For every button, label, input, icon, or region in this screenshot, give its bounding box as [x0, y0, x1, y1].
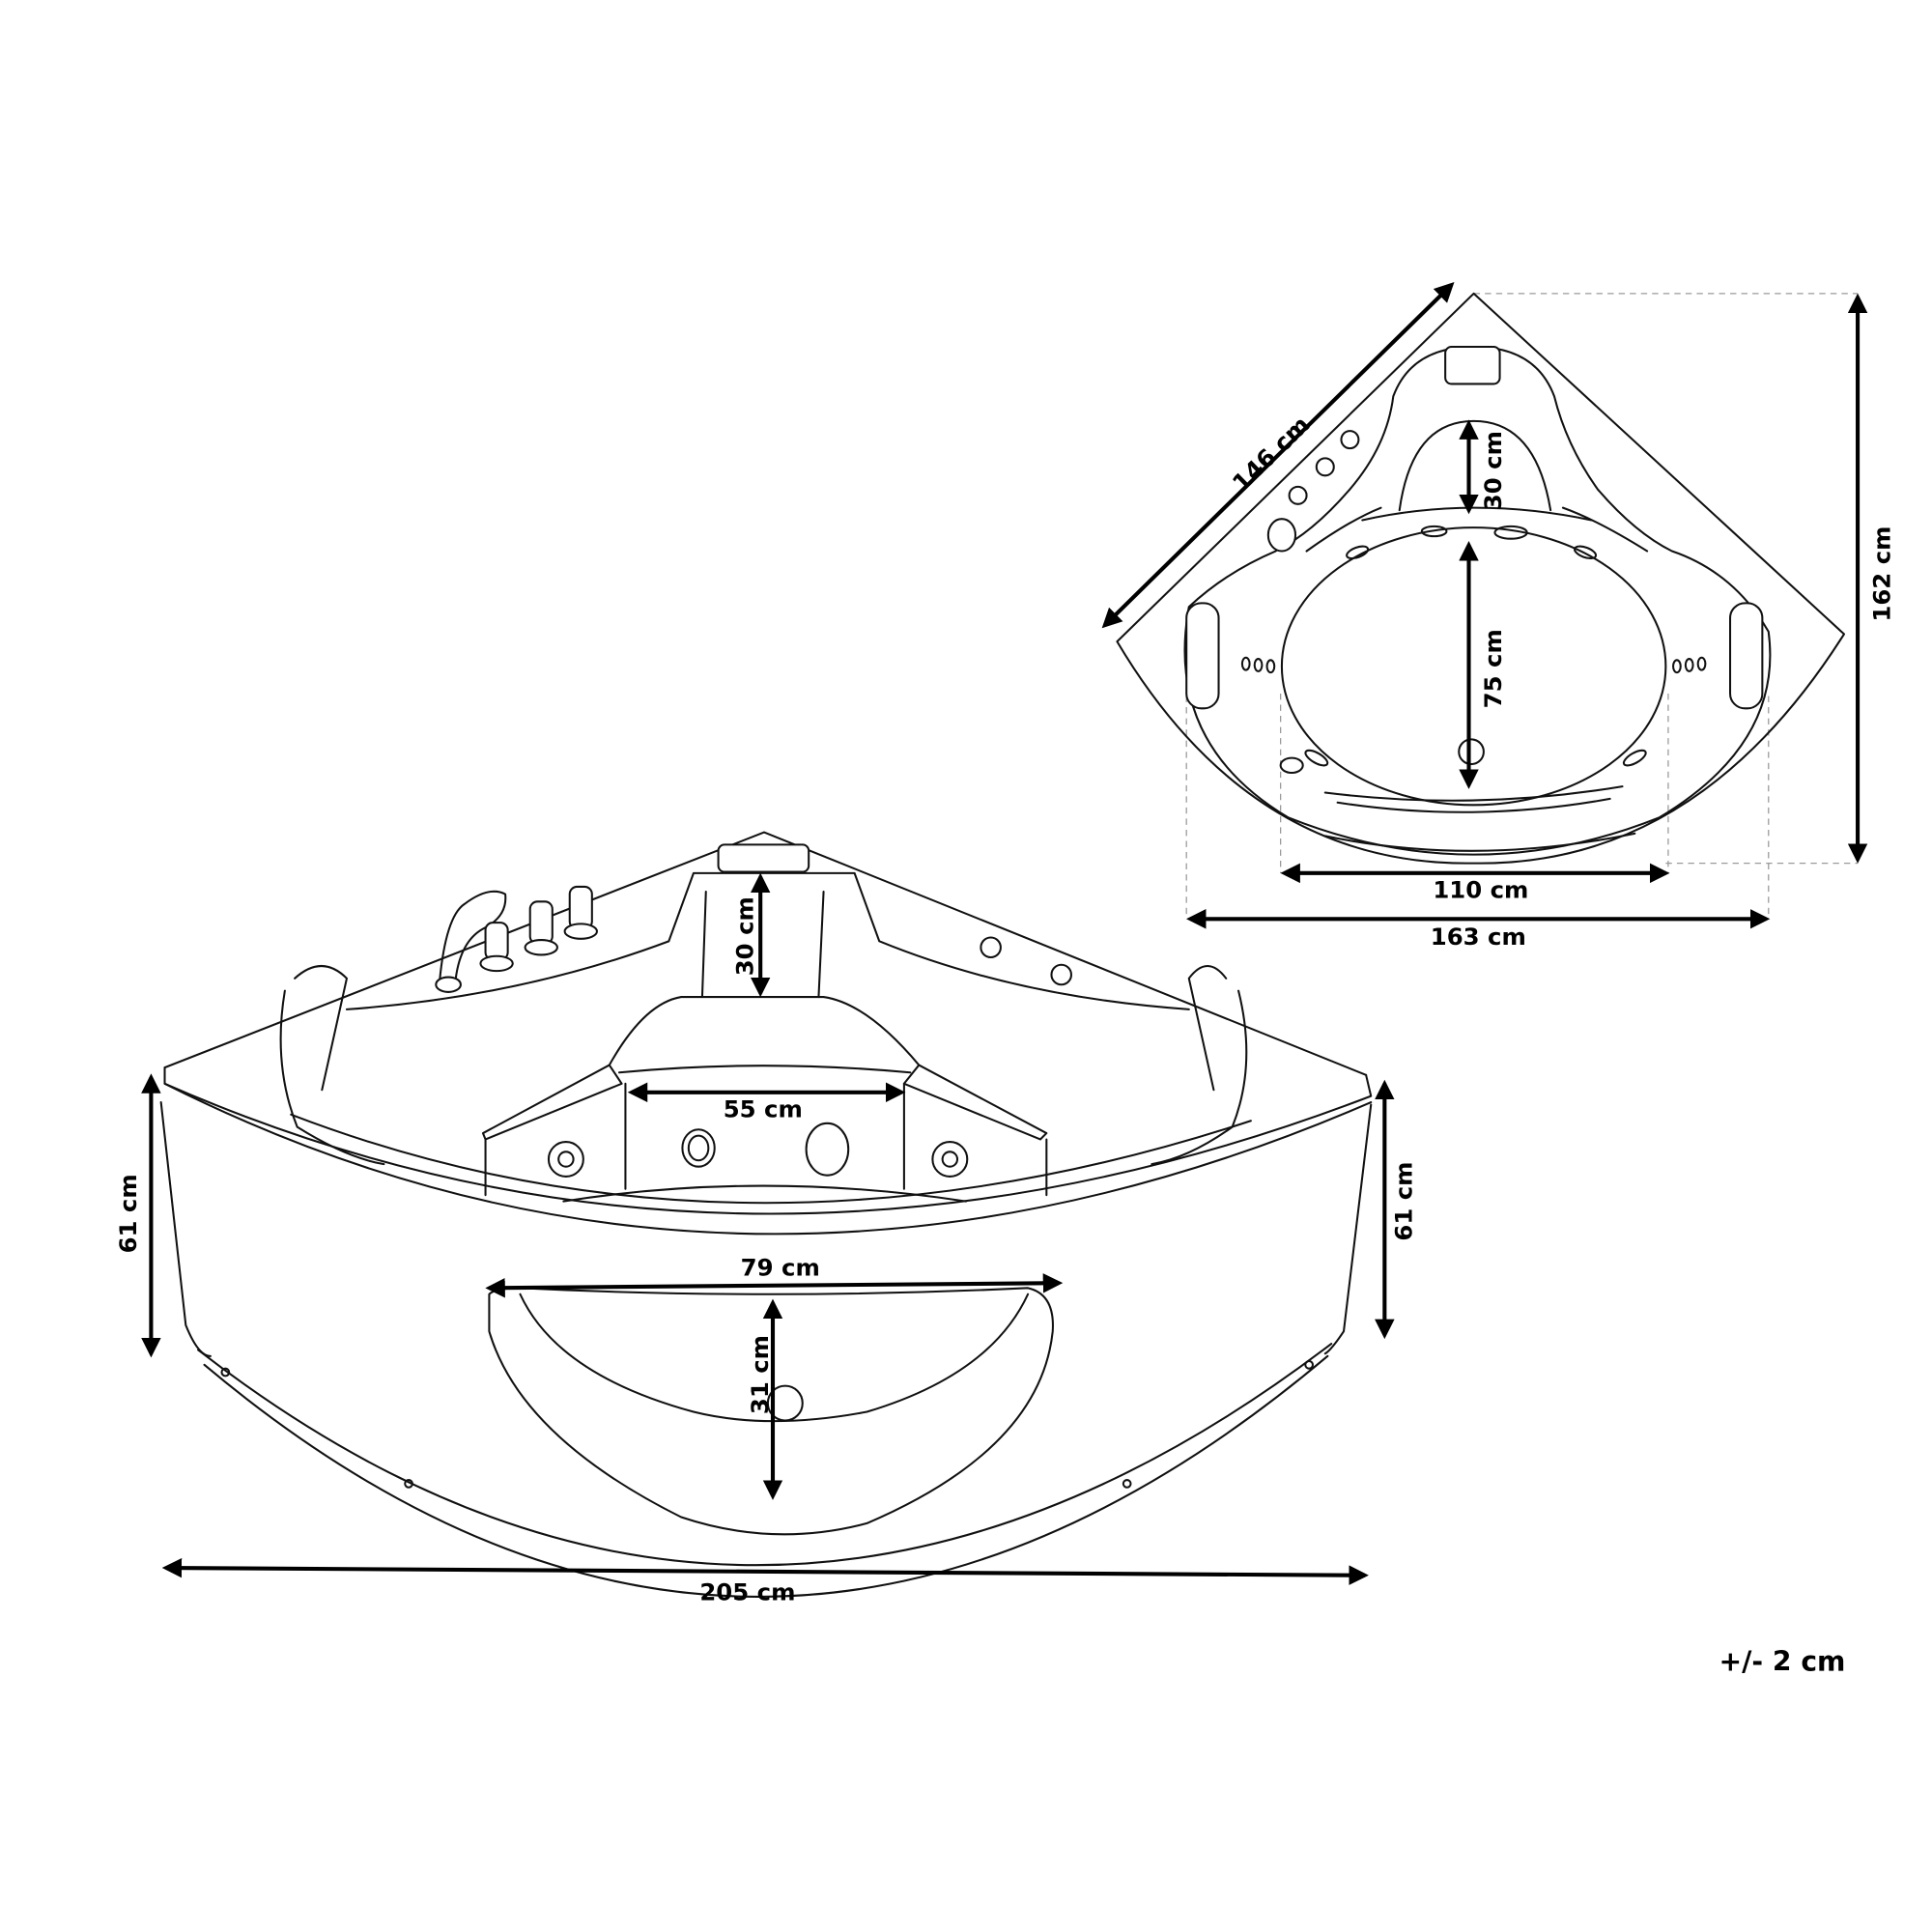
label-75: 75 cm	[1479, 629, 1507, 708]
top-armrest-right	[1729, 602, 1764, 710]
label-61-right: 61 cm	[1390, 1161, 1418, 1240]
overflow-knob-icon	[1279, 756, 1304, 775]
label-110: 110 cm	[1433, 875, 1528, 903]
front-controls	[435, 885, 1072, 993]
top-headrest	[1444, 345, 1501, 385]
label-30-top: 30 cm	[1479, 431, 1507, 510]
dim-205	[161, 1557, 1369, 1585]
left-armrest	[294, 965, 349, 1092]
front-jets	[547, 1122, 969, 1178]
front-view: 30 cm 55 cm 61 cm 61 cm 79 cm 31 cm 205 …	[114, 831, 1418, 1605]
dim-146	[1101, 281, 1455, 629]
label-79: 79 cm	[741, 1254, 820, 1282]
top-basin	[1280, 526, 1667, 807]
label-61-left: 61 cm	[114, 1174, 142, 1253]
label-146: 146 cm	[1227, 411, 1315, 497]
top-view: 146 cm 162 cm 30 cm 75 cm 110 cm 163 cm	[1101, 281, 1895, 951]
top-inner-rim	[1183, 345, 1772, 856]
label-163: 163 cm	[1431, 923, 1526, 951]
label-31: 31 cm	[746, 1335, 774, 1414]
tolerance-label: +/- 2 cm	[1719, 1645, 1845, 1677]
top-seat	[1398, 419, 1552, 512]
label-162: 162 cm	[1867, 526, 1895, 621]
front-deck-edge	[163, 831, 1368, 1076]
dim-79	[485, 1273, 1064, 1298]
right-armrest	[1187, 964, 1228, 1092]
label-30-front: 30 cm	[730, 896, 758, 976]
label-205: 205 cm	[699, 1577, 795, 1605]
hand-shower-icon	[439, 890, 507, 982]
front-right-edge	[1323, 1103, 1373, 1355]
hand-shower-icon	[1266, 518, 1297, 553]
drain-icon	[1458, 738, 1485, 766]
front-headrest	[717, 843, 810, 873]
side-jets	[1240, 656, 1707, 674]
front-left-edge	[159, 1101, 212, 1357]
label-55: 55 cm	[724, 1094, 803, 1122]
top-armrest-left	[1185, 602, 1220, 710]
